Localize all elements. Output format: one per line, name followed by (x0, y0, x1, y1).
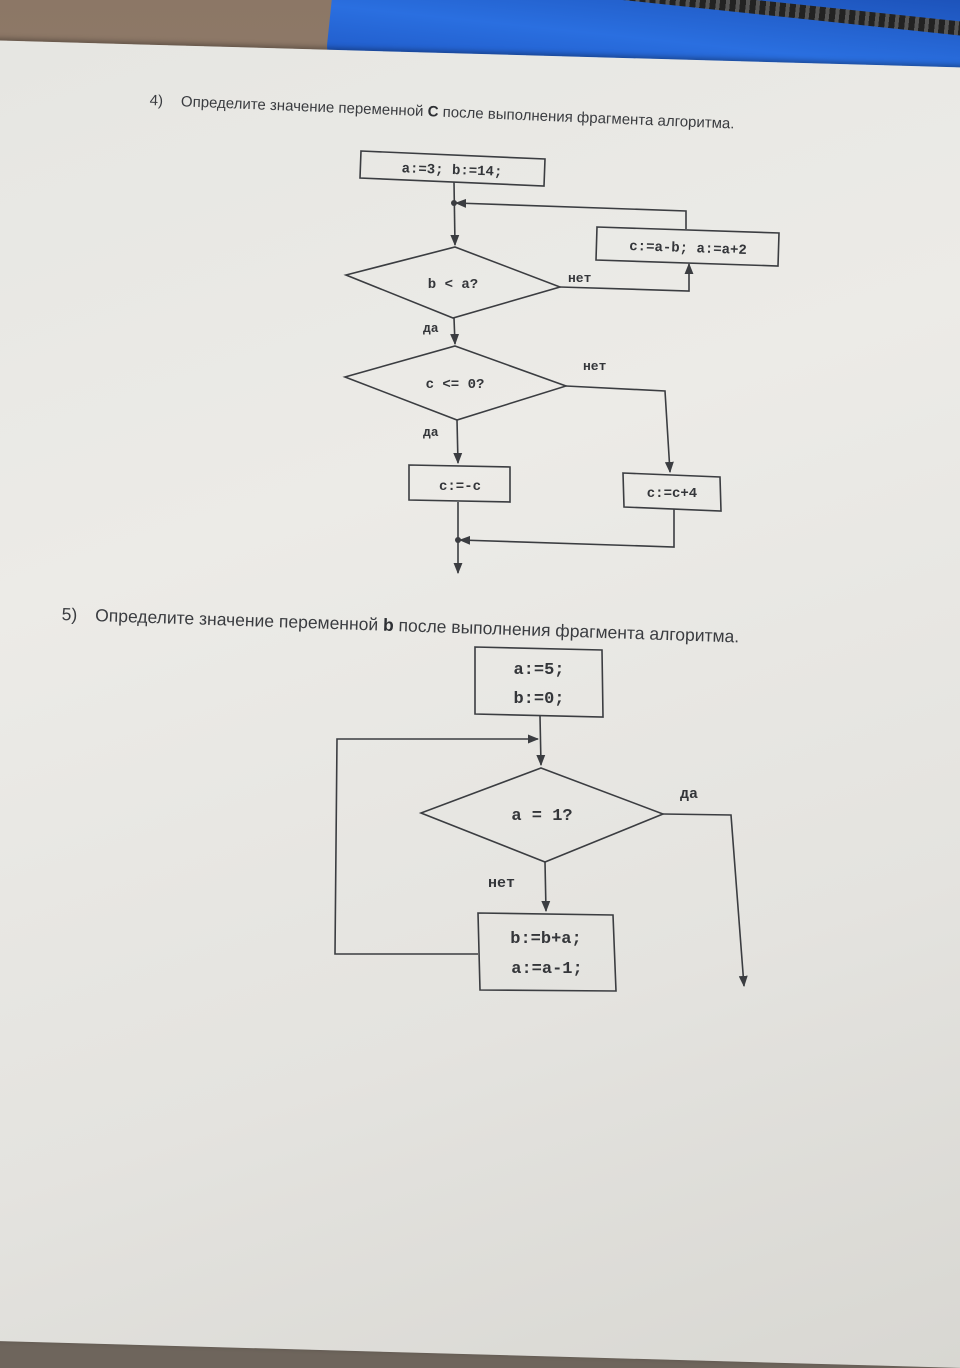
fc4-arrow-to-cond1 (450, 181, 460, 247)
fc5-body-line1: b:=b+a; (510, 930, 581, 949)
fc5-cond-no-arrow (541, 861, 551, 913)
fc5-body-line2: a:=a-1; (511, 960, 582, 979)
fc4-loop-body-block: c:=a-b; a:=a+2 (595, 226, 780, 267)
fc5-cond-no-label: нет (488, 875, 515, 892)
fc4-merge-arrow (458, 509, 675, 548)
fc4-cond2-diamond: c <= 0? (342, 345, 569, 421)
fc4-yes-action-block: c:=-c (408, 464, 511, 503)
fc5-cond-diamond: a = 1? (418, 767, 666, 863)
fc5-cond-yes-label: да (680, 786, 698, 803)
fc4-loop-back-arrow (454, 198, 687, 229)
flowchart-5: a:=5; b:=0; a = 1? да нет b:=b+a; a:=a-1… (334, 646, 748, 992)
fc5-body-block: b:=b+a; a:=a-1; (477, 912, 617, 992)
flowcharts: a:=3; b:=14; c:=a-b; a:=a+2 b < a? нет д… (334, 150, 780, 992)
fc5-init-line2: b:=0; (513, 690, 564, 709)
fc5-arrow-to-cond (536, 715, 546, 767)
fc4-cond2-text: c <= 0? (426, 377, 485, 393)
fc4-cond2-yes-arrow (453, 419, 463, 465)
fc4-loop-body-text: c:=a-b; a:=a+2 (629, 239, 747, 259)
fc5-init-block: a:=5; b:=0; (474, 646, 604, 718)
fc4-cond1-no-arrow (559, 262, 694, 292)
fc4-init-text: a:=3; b:=14; (401, 161, 502, 181)
fc4-cond2-no-arrow (565, 385, 674, 474)
fc4-cond1-diamond: b < a? (343, 246, 563, 319)
flowchart-4: a:=3; b:=14; c:=a-b; a:=a+2 b < a? нет д… (342, 150, 780, 575)
fc4-cond1-yes-arrow (450, 317, 460, 346)
fc4-no-action-block: c:=c+4 (622, 472, 722, 512)
fc4-no-action-text: c:=c+4 (647, 486, 697, 502)
fc4-yes-action-text: c:=-c (439, 479, 481, 495)
fc4-cond1-text: b < a? (428, 277, 478, 293)
fc5-loop-back-arrow (334, 734, 540, 955)
fc4-junction-bottom (455, 537, 461, 543)
fc4-init-block: a:=3; b:=14; (359, 150, 546, 187)
fc5-init-line1: a:=5; (513, 661, 564, 680)
fc4-cond1-no-label: нет (568, 271, 592, 286)
fc5-cond-text: a = 1? (511, 807, 572, 826)
fc4-cond1-yes-label: да (423, 321, 439, 336)
fc5-cond-yes-arrow (662, 813, 748, 988)
fc4-cond2-yes-label: да (423, 425, 439, 440)
fc4-cond2-no-label: нет (583, 359, 607, 374)
